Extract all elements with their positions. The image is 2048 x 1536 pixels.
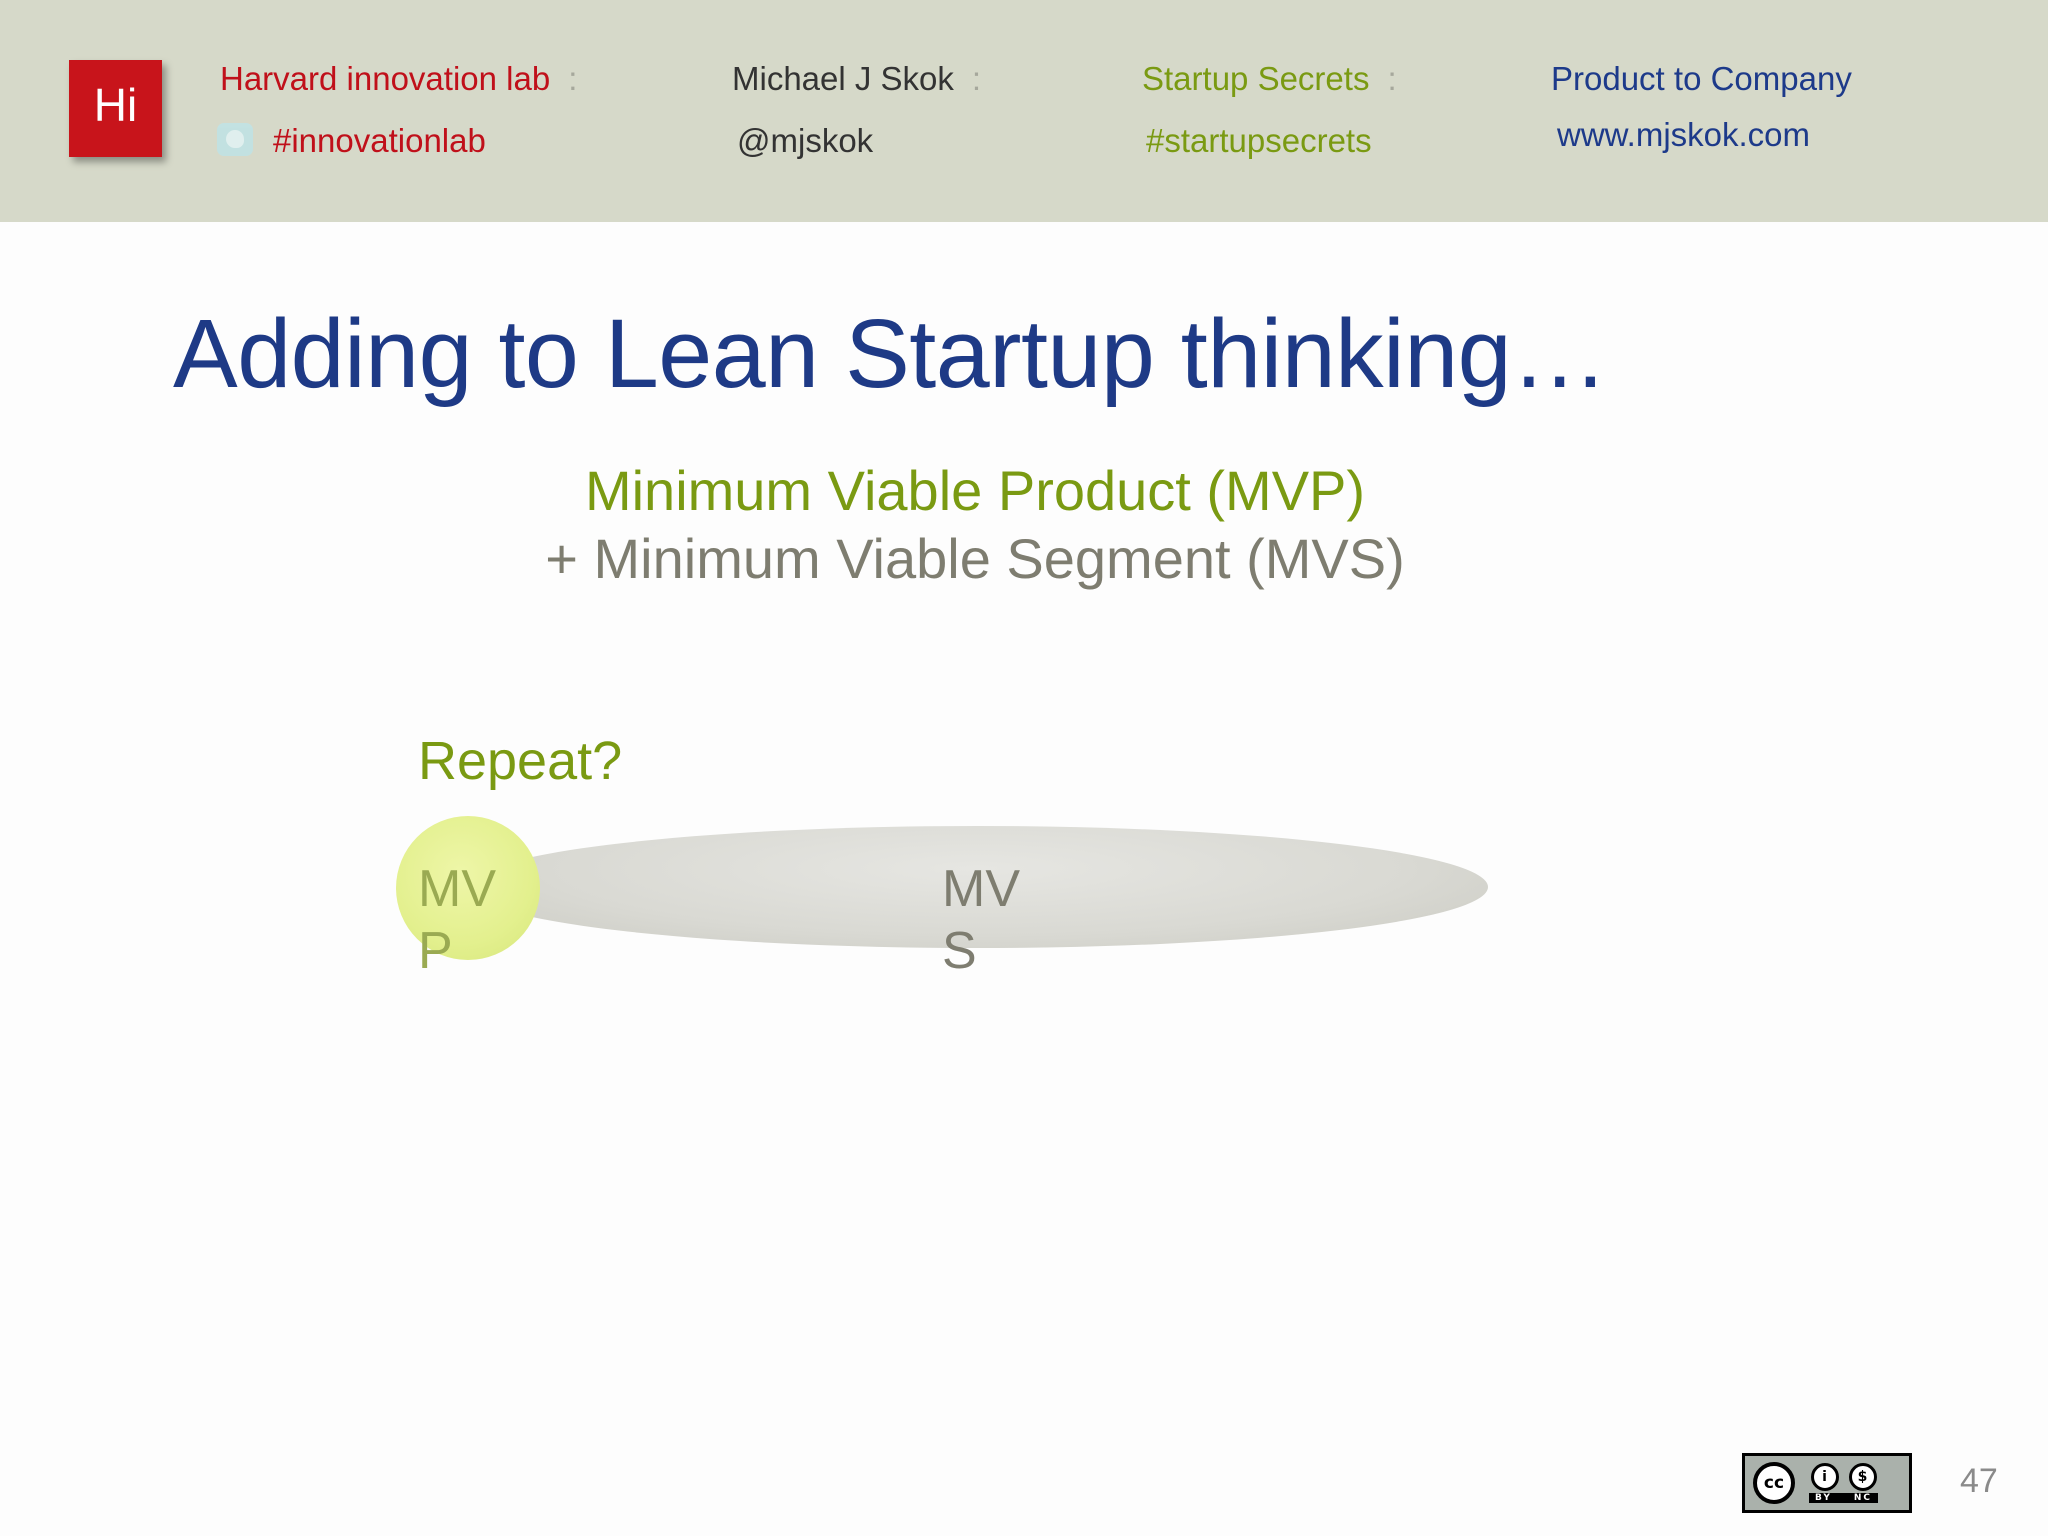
subtitle-mvp: Minimum Viable Product (MVP) xyxy=(584,459,1366,522)
cc-nc-label: NC xyxy=(1853,1493,1873,1503)
header-col4-title: Product to Company xyxy=(1551,60,1852,97)
header-separator: : xyxy=(568,60,578,97)
mvs-ellipse-shape xyxy=(466,826,1488,948)
subtitle-mvs: + Minimum Viable Segment (MVS) xyxy=(545,527,1405,590)
header-col1-handle: #innovationlab xyxy=(273,122,486,159)
header-col2-handle: @mjskok xyxy=(737,122,874,159)
page-number: 47 xyxy=(1960,1462,1998,1500)
harvard-innovation-lab-logo: Hi xyxy=(69,60,162,157)
mvp-circle-shape xyxy=(396,816,540,960)
header-col2-title-text: Michael J Skok xyxy=(732,60,954,97)
creative-commons-badge: cc i $ BY NC xyxy=(1742,1453,1912,1513)
repeat-label: Repeat? xyxy=(418,731,623,791)
header-separator: : xyxy=(1387,60,1397,97)
cc-by-label: BY xyxy=(1815,1493,1832,1503)
mvp-label: MVP xyxy=(418,860,496,980)
noncommercial-icon: $ xyxy=(1848,1463,1877,1491)
header-col3-title: Startup Secrets: xyxy=(1142,60,1397,98)
header-separator: : xyxy=(971,60,982,97)
logo-text: Hi xyxy=(93,79,138,131)
attribution-icon: i xyxy=(1810,1463,1839,1491)
header-col2-title: Michael J Skok: xyxy=(732,60,981,98)
header-col3-title-text: Startup Secrets xyxy=(1142,60,1370,97)
header-col4-website-link[interactable]: www.mjskok.com xyxy=(1557,116,1811,153)
cc-icon: cc xyxy=(1753,1462,1795,1504)
slide-title: Adding to Lean Startup thinking… xyxy=(173,299,1608,408)
header-col1-title: Harvard innovation lab: xyxy=(220,60,577,98)
header-col1-title-text: Harvard innovation lab xyxy=(220,60,551,97)
twitter-icon xyxy=(217,123,253,156)
mvs-label: MVS xyxy=(942,860,1020,980)
header-col3-handle: #startupsecrets xyxy=(1146,122,1372,159)
header-bar: Hi Harvard innovation lab: #innovationla… xyxy=(0,0,2048,222)
